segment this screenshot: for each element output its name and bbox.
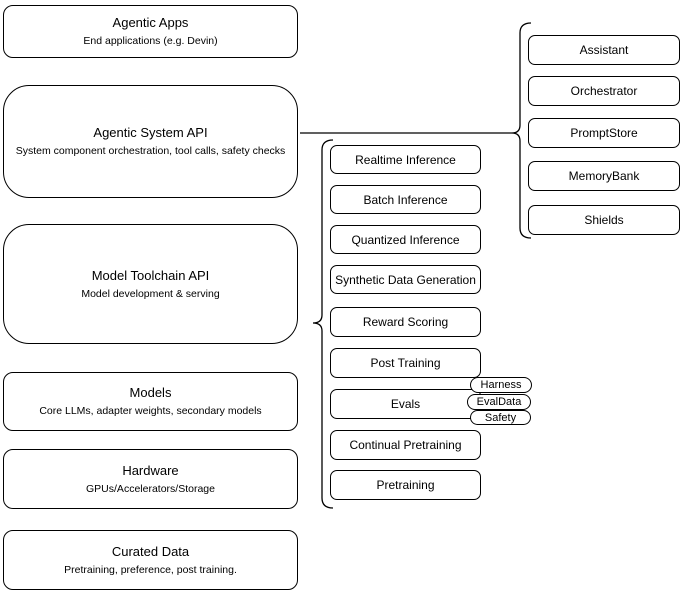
node-label: Reward Scoring bbox=[362, 315, 449, 329]
node-hardware: Hardware GPUs/Accelerators/Storage bbox=[3, 449, 298, 509]
node-agentic-apps: Agentic Apps End applications (e.g. Devi… bbox=[3, 5, 298, 58]
node-label: Realtime Inference bbox=[355, 152, 456, 167]
node-label: Shields bbox=[584, 213, 624, 227]
node-synthetic-data-generation: Synthetic Data Generation bbox=[330, 265, 481, 294]
node-label: Batch Inference bbox=[363, 192, 448, 207]
node-curated-data: Curated Data Pretraining, preference, po… bbox=[3, 530, 298, 590]
node-title: Hardware bbox=[122, 462, 179, 478]
node-label: Orchestrator bbox=[570, 84, 638, 98]
node-subtitle: End applications (e.g. Devin) bbox=[83, 35, 218, 47]
node-reward-scoring: Reward Scoring bbox=[330, 307, 481, 337]
node-subtitle: Core LLMs, adapter weights, secondary mo… bbox=[39, 405, 262, 417]
node-models: Models Core LLMs, adapter weights, secon… bbox=[3, 372, 298, 431]
node-subtitle: Pretraining, preference, post training. bbox=[64, 563, 237, 576]
node-label: Pretraining bbox=[376, 478, 435, 492]
node-quantized-inference: Quantized Inference bbox=[330, 225, 481, 254]
node-title: Models bbox=[129, 385, 172, 400]
node-title: Curated Data bbox=[111, 543, 190, 559]
node-promptstore: PromptStore bbox=[528, 118, 680, 148]
tag-evaldata: EvalData bbox=[467, 394, 531, 410]
node-continual-pretraining: Continual Pretraining bbox=[330, 430, 481, 460]
node-label: MemoryBank bbox=[568, 169, 640, 183]
tag-label: Safety bbox=[484, 411, 517, 424]
node-title: Agentic System API bbox=[93, 125, 208, 140]
node-subtitle: GPUs/Accelerators/Storage bbox=[86, 482, 215, 495]
node-label: Synthetic Data Generation bbox=[335, 272, 476, 287]
tag-label: Harness bbox=[480, 379, 522, 391]
node-label: Evals bbox=[390, 397, 421, 411]
node-label: Quantized Inference bbox=[351, 232, 460, 247]
node-model-toolchain-api: Model Toolchain API Model development & … bbox=[3, 224, 298, 344]
node-label: Continual Pretraining bbox=[349, 438, 462, 452]
node-batch-inference: Batch Inference bbox=[330, 185, 481, 214]
tag-harness: Harness bbox=[470, 377, 532, 393]
node-title: Model Toolchain API bbox=[91, 267, 210, 283]
node-realtime-inference: Realtime Inference bbox=[330, 145, 481, 174]
node-evals: Evals bbox=[330, 389, 481, 419]
node-subtitle: Model development & serving bbox=[81, 287, 220, 300]
node-memorybank: MemoryBank bbox=[528, 161, 680, 191]
node-assistant: Assistant bbox=[528, 35, 680, 65]
node-title: Agentic Apps bbox=[112, 15, 189, 30]
node-subtitle: System component orchestration, tool cal… bbox=[15, 145, 286, 157]
node-label: PromptStore bbox=[570, 126, 638, 140]
node-orchestrator: Orchestrator bbox=[528, 76, 680, 106]
tag-safety: Safety bbox=[470, 410, 531, 425]
node-label: Post Training bbox=[370, 356, 441, 370]
node-post-training: Post Training bbox=[330, 348, 481, 378]
node-pretraining: Pretraining bbox=[330, 470, 481, 500]
node-label: Assistant bbox=[579, 43, 629, 57]
tag-label: EvalData bbox=[476, 396, 522, 408]
node-agentic-system-api: Agentic System API System component orch… bbox=[3, 85, 298, 198]
node-shields: Shields bbox=[528, 205, 680, 235]
